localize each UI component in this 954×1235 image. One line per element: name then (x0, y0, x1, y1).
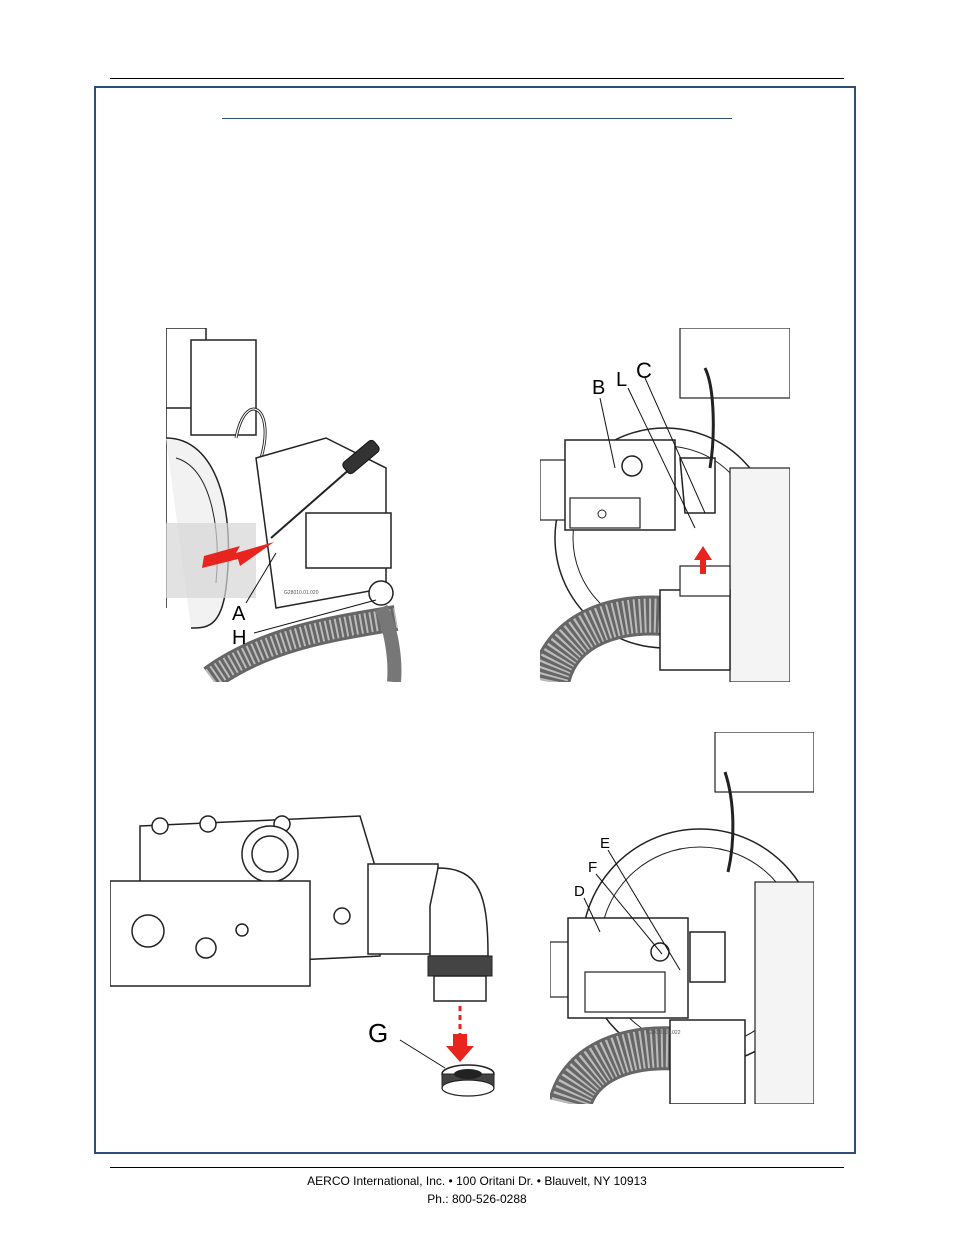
callout-c: C (636, 358, 652, 383)
content-frame (94, 86, 856, 1154)
footer-rule (110, 1167, 844, 1168)
callout-l: L (616, 369, 627, 391)
callout-d: D (574, 883, 585, 900)
title-underline (222, 118, 732, 119)
figure-part-number: G28010.01.022 (646, 1030, 681, 1036)
header-rule (110, 78, 844, 79)
figure-1: G28010.01.020 A H (166, 328, 426, 682)
callout-b: B (592, 377, 605, 399)
callout-a: A (232, 603, 246, 625)
callout-f: F (588, 859, 597, 876)
figure-2: B L C (540, 328, 790, 682)
figure-4: G28010.01.022 E F D (550, 732, 814, 1104)
figure-3: G (110, 806, 510, 1106)
footer-address: AERCO International, Inc. • 100 Oritani … (307, 1174, 647, 1188)
callout-e: E (600, 835, 610, 852)
footer-phone: Ph.: 800-526-0288 (427, 1192, 527, 1206)
figure-part-number: G28010.01.020 (284, 590, 319, 596)
callout-h: H (232, 627, 246, 649)
callout-g: G (368, 1018, 388, 1048)
